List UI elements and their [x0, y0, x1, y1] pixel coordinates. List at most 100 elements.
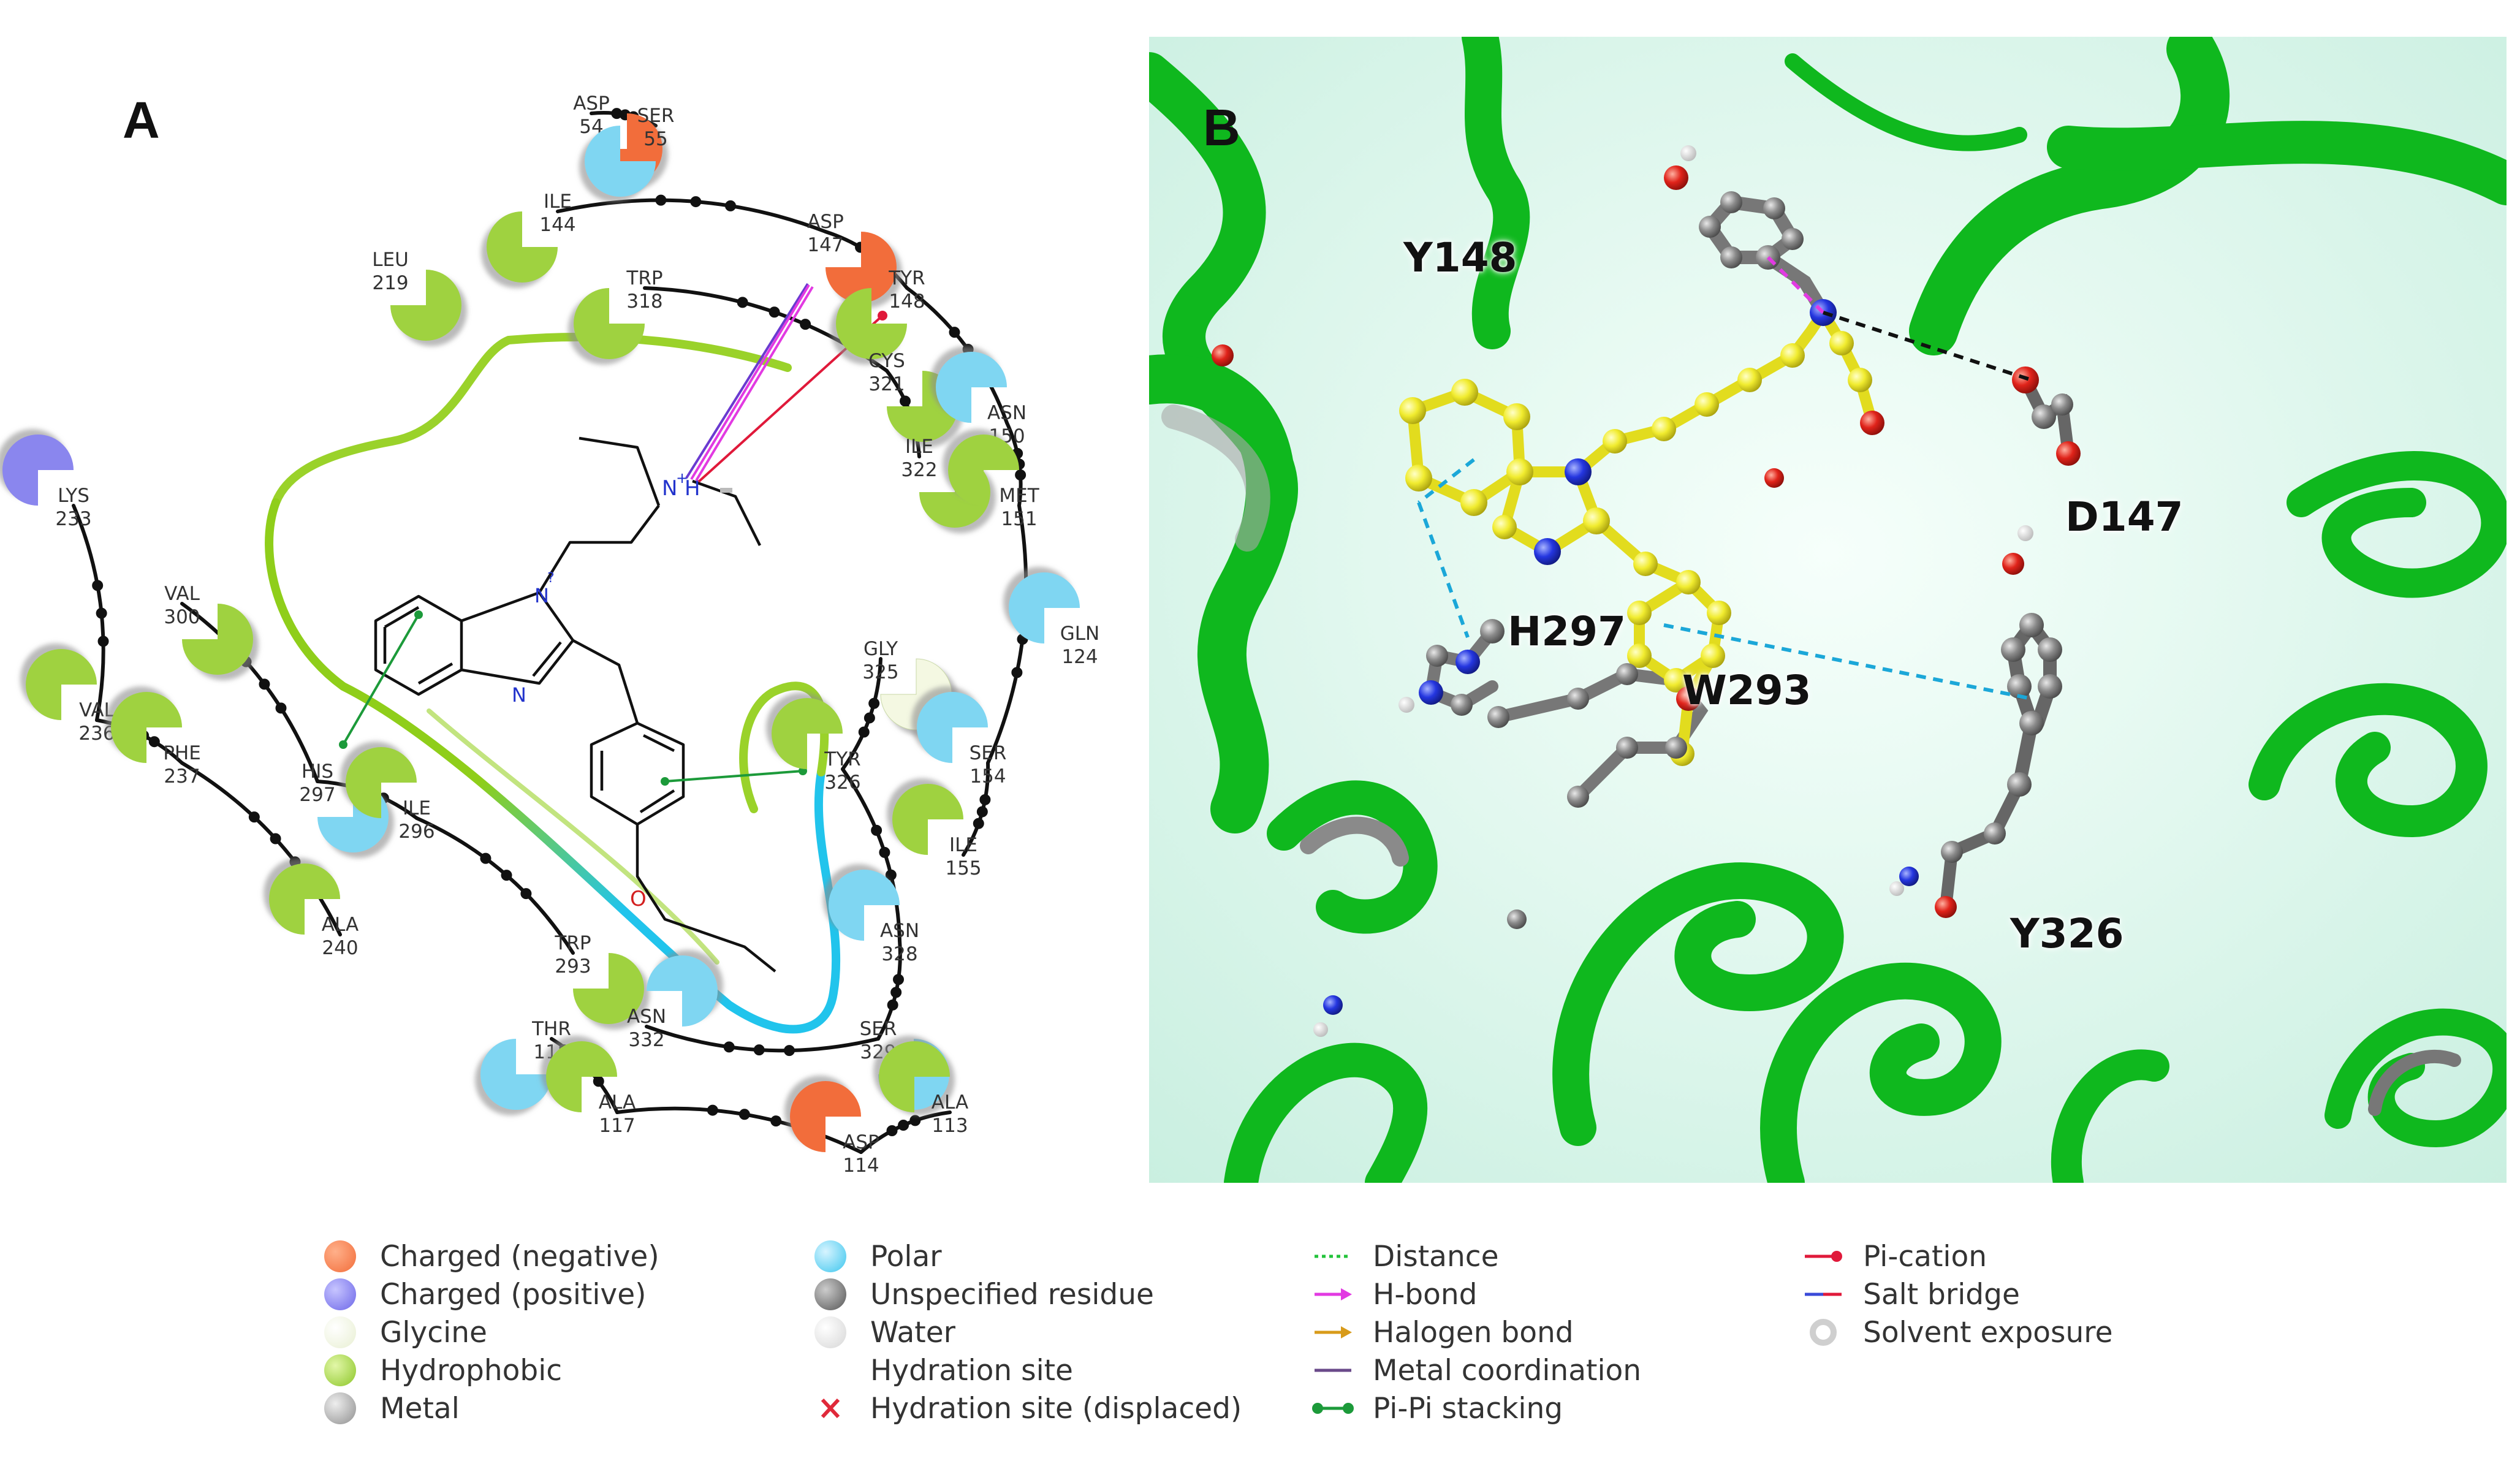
ball-polar-swatch [814, 1240, 846, 1272]
residue-name: ASP [843, 1131, 879, 1153]
ligand-carbon-atom [1492, 515, 1517, 539]
residue-glyph [647, 955, 718, 1027]
residue-number: 300 [164, 606, 200, 628]
backbone-dot [800, 319, 811, 330]
ligand-carbon-atom [1701, 643, 1725, 668]
backbone-dot [259, 678, 270, 690]
imidazole-double-bond [532, 641, 562, 677]
residue-glyph [790, 1081, 861, 1152]
residue-number: 328 [881, 943, 917, 965]
residue-glyph [2, 435, 74, 506]
oxygen-atom [1664, 165, 1688, 190]
blue-red-line-swatch [1805, 1292, 1842, 1296]
residue-carbon-atom [1480, 619, 1505, 643]
interaction-dashes [1417, 256, 2032, 700]
backbone-dot [885, 869, 897, 881]
legend-item: Unspecified residue [809, 1276, 1154, 1313]
legend-item: Salt bridge [1802, 1276, 2020, 1313]
salt-bridge-dash-d147 [1823, 311, 2032, 382]
hydrogen-atom [1889, 881, 1904, 896]
residue-name: GLY [863, 638, 898, 660]
residue-carbon-atom [1720, 191, 1742, 213]
ethoxy-group [636, 824, 776, 973]
nitrogen-atom [1565, 458, 1592, 485]
ligand-carbon-atom [1829, 331, 1854, 355]
backbone-dot [738, 1109, 750, 1120]
label-y148: Y148 [1403, 234, 1517, 281]
backbone-dot [92, 580, 104, 591]
legend-item: Hydration site (displaced) [809, 1390, 1242, 1427]
residue-carbon-atom [1720, 246, 1742, 268]
residue-name: TYR [888, 267, 925, 289]
legend-item: Halogen bond [1311, 1314, 1574, 1351]
helix-top-right [1909, 37, 2230, 355]
oxygen-atom [1212, 344, 1234, 366]
residue-number: 113 [932, 1115, 968, 1137]
residue-carbon-atom [1699, 216, 1721, 238]
residue-glyph [879, 1041, 950, 1112]
label-d147: D147 [2065, 493, 2184, 541]
residue-number: 240 [322, 937, 358, 959]
helix-top-right-2 [2047, 121, 2507, 205]
ligand-structure [374, 436, 776, 973]
residue-name: ALA [932, 1091, 968, 1114]
helix-ribbons [1149, 37, 2507, 1183]
legend-item: Pi-cation [1802, 1238, 1987, 1275]
backbone-dot [480, 852, 491, 864]
residue-number: 55 [643, 128, 667, 150]
residue-glyph [585, 126, 656, 197]
residue-glyph [26, 649, 97, 720]
residue-number: 117 [599, 1115, 635, 1137]
ligand-carbon-atom [1399, 397, 1426, 424]
legend-label: H-bond [1373, 1277, 1478, 1311]
backbone-dot [707, 1104, 718, 1116]
residue-number: 326 [824, 772, 860, 794]
residue-number: 297 [299, 784, 335, 806]
residue-carbon-atom [2051, 393, 2073, 416]
residue-name: SER [970, 742, 1007, 764]
backbone-dot [690, 196, 702, 208]
residue-glyph [829, 870, 900, 941]
residue-number: 322 [901, 459, 937, 481]
residue-carbon-atom [1567, 786, 1589, 808]
residue-carbon-atom [1567, 688, 1589, 710]
residue-carbon-atom [1426, 645, 1448, 667]
residue-glyph [390, 270, 461, 341]
backbone-dot [753, 1044, 765, 1056]
ethyl-group-left [579, 436, 661, 506]
legend-label: Glycine [380, 1315, 487, 1349]
ligand-interaction-diagram: A N + H N ? N O [2, 91, 1099, 1177]
pi-pi-dot-1 [414, 610, 423, 619]
pi-pi-dash-y326 [1663, 623, 2032, 700]
benzene-inner-bonds-2 [417, 662, 454, 685]
ligand-carbon-atom [1451, 379, 1478, 406]
residue-carbon-atom [2038, 674, 2062, 699]
residue-number: 219 [372, 272, 408, 294]
oxygen-atom [1676, 686, 1701, 711]
residue-name: TYR [824, 748, 860, 770]
backbone-dot [724, 200, 736, 211]
protein-3d-svg [1149, 37, 2507, 1183]
backbone-dot [1015, 469, 1027, 481]
legend-label: Hydrophobic [380, 1353, 563, 1387]
legend-item: Solvent exposure [1802, 1314, 2113, 1351]
ball-hydrophobic-swatch [324, 1354, 356, 1386]
residue-number: 321 [868, 373, 905, 395]
legend-label: Halogen bond [1373, 1315, 1574, 1349]
ball-metal-swatch [324, 1392, 356, 1424]
residue-name: PHE [163, 742, 201, 764]
nitrogen-atom [1455, 650, 1480, 674]
helix-left-lower-inner [1300, 816, 1409, 867]
pi-pi-dash-h297-2 [1417, 501, 1470, 639]
backbone-dot [863, 712, 875, 724]
